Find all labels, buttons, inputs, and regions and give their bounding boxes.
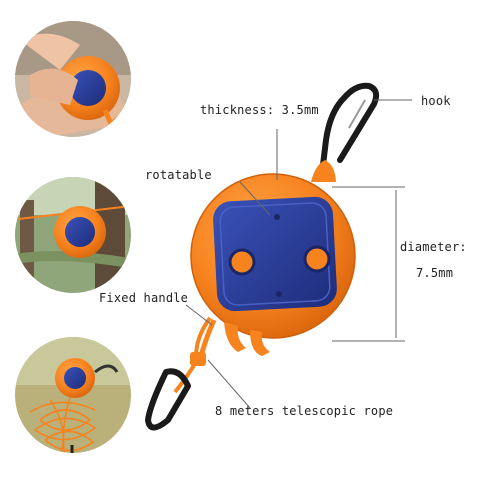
- top-tab: [311, 160, 336, 182]
- reel-body: [190, 173, 356, 356]
- thickness-label: thickness: 3.5mm: [200, 103, 319, 117]
- rotatable-label: rotatable: [145, 168, 212, 182]
- rope-handle: [145, 316, 217, 431]
- rope-label: 8 meters telescopic rope: [215, 404, 394, 418]
- fixed-handle-label: Fixed handle: [99, 291, 189, 305]
- thumbnail-tree-photo: [15, 177, 131, 293]
- hook-label: hook: [421, 94, 451, 108]
- annotation-lines: [185, 99, 412, 409]
- diameter-value: 7.5mm: [416, 266, 454, 280]
- thumbnail-ground-photo: [15, 337, 131, 453]
- diameter-label: diameter:: [400, 240, 467, 254]
- thumbnail-hand-photo: [15, 21, 131, 137]
